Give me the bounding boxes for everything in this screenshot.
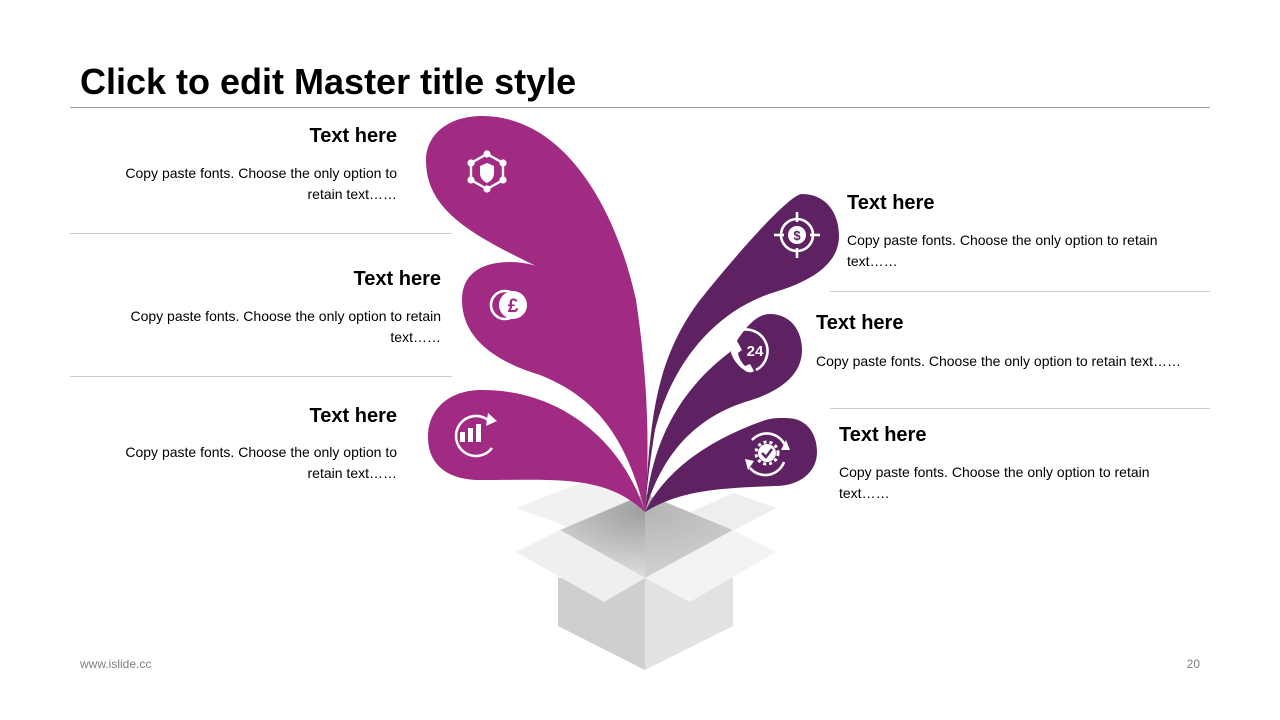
pound-coin-icon: £ (489, 289, 527, 321)
item-2-heading: Text here (353, 268, 441, 290)
right-divider-1 (830, 291, 1210, 292)
item-6-heading: Text here (839, 424, 927, 446)
svg-text:£: £ (508, 296, 519, 317)
petal-gear (645, 418, 817, 512)
petal-shield (426, 116, 648, 512)
shield-network-icon (467, 150, 507, 193)
slide-title: Click to edit Master title style (80, 61, 577, 102)
petal-dollar (645, 194, 839, 512)
title-divider (70, 107, 1210, 108)
item-1-body: Copy paste fonts. Choose the only option… (125, 165, 397, 202)
item-4-heading: Text here (847, 192, 935, 214)
item-3-body: Copy paste fonts. Choose the only option… (125, 444, 397, 481)
gear-refresh-icon (745, 432, 790, 477)
item-6-body: Copy paste fonts. Choose the only option… (839, 464, 1150, 501)
phone-24-label: 24 (747, 343, 764, 360)
item-3-heading: Text here (309, 405, 397, 427)
open-box (516, 474, 776, 670)
left-divider-1 (70, 233, 452, 234)
item-5-heading: Text here (816, 312, 904, 334)
footer-url: www.islide.cc (80, 657, 152, 671)
right-divider-2 (830, 408, 1210, 409)
item-1-heading: Text here (309, 125, 397, 147)
item-5-body: Copy paste fonts. Choose the only option… (816, 353, 1181, 369)
item-4-body: Copy paste fonts. Choose the only option… (847, 232, 1158, 269)
item-2-body: Copy paste fonts. Choose the only option… (130, 308, 441, 345)
phone-24-icon: 24 (730, 328, 769, 373)
left-divider-2 (70, 376, 452, 377)
petal-chart (428, 390, 645, 512)
page-number: 20 (1186, 657, 1200, 671)
svg-text:$: $ (793, 228, 801, 243)
dollar-target-icon: $ (774, 212, 820, 258)
petal-pound (462, 262, 645, 512)
growth-chart-icon (454, 413, 497, 458)
